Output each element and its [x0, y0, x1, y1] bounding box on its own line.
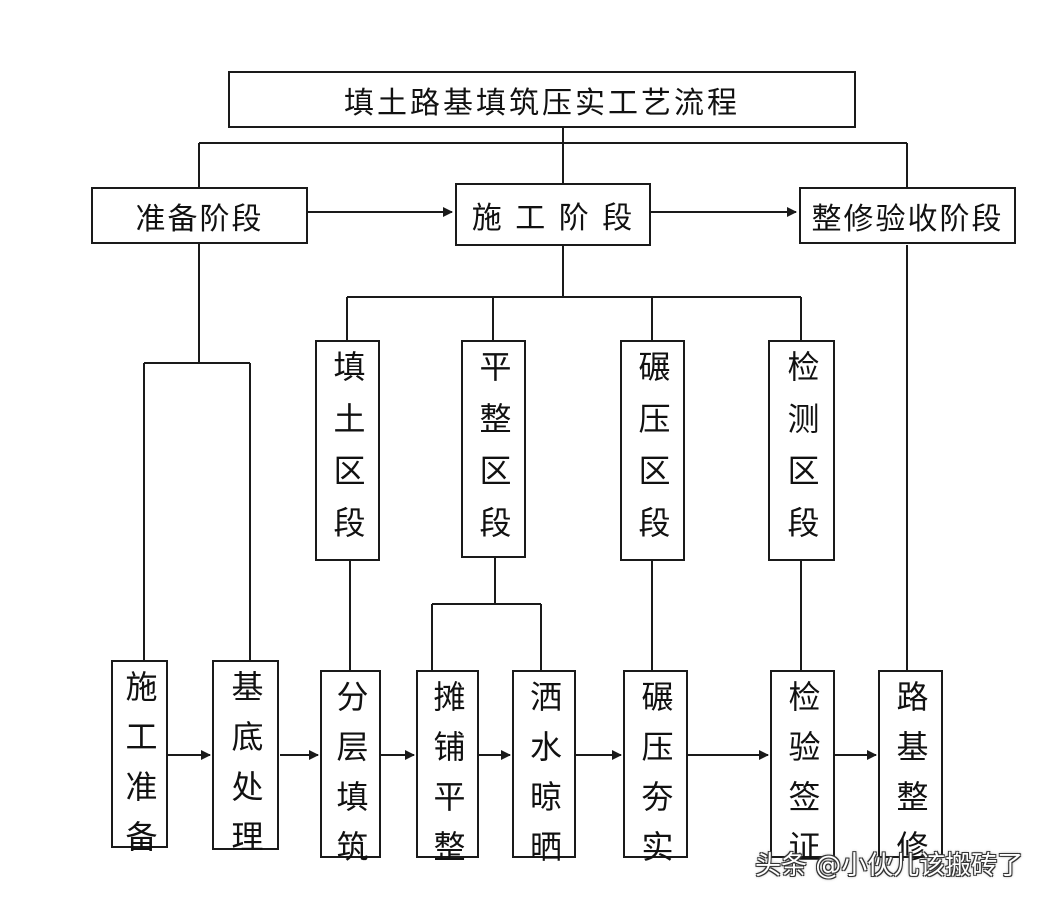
step-layered-fill-label: 分层填筑: [331, 680, 370, 880]
stage-acceptance-box: 整修验收阶段: [799, 187, 1016, 244]
page-title: 填土路基填筑压实工艺流程: [344, 85, 740, 121]
section-compact-label: 碾压区段: [633, 350, 672, 558]
step-water-dry-label: 洒水晾晒: [525, 680, 563, 880]
section-inspect-box: 检测区段: [768, 340, 835, 561]
step-roll-compact-label: 碾压夯实: [636, 680, 675, 880]
section-fill-box: 填土区段: [315, 340, 380, 561]
step-spread-level-label: 摊铺平整: [428, 680, 467, 880]
stage-construction-label: 施 工 阶 段: [471, 200, 635, 236]
stage-construction-box: 施 工 阶 段: [455, 183, 651, 246]
step-layered-fill-box: 分层填筑: [320, 670, 381, 880]
step-inspect-verify-label: 检验签证: [783, 680, 822, 880]
section-compact-box: 碾压区段: [620, 340, 685, 561]
section-fill-label: 填土区段: [328, 350, 367, 558]
step-roll-compact-box: 碾压夯实: [623, 670, 688, 880]
step-base-treatment-label: 基底处理: [226, 670, 265, 870]
step-construction-prep-label: 施工准备: [120, 670, 159, 870]
step-base-treatment-box: 基底处理: [212, 660, 279, 870]
step-spread-level-box: 摊铺平整: [416, 670, 479, 880]
source-watermark: 头条 @小伙儿该搬砖了: [755, 851, 1024, 881]
section-level-box: 平整区段: [461, 340, 526, 558]
stage-prep-box: 准备阶段: [91, 187, 308, 244]
title-box: 填土路基填筑压实工艺流程: [228, 71, 856, 128]
step-inspect-verify-box: 检验签证: [770, 670, 835, 880]
section-inspect-label: 检测区段: [782, 350, 821, 558]
step-subgrade-finish-label: 路基整修: [891, 680, 930, 880]
step-subgrade-finish-box: 路基整修: [878, 670, 943, 880]
section-level-label: 平整区段: [474, 350, 513, 558]
step-construction-prep-box: 施工准备: [111, 660, 168, 870]
stage-prep-label: 准备阶段: [135, 201, 264, 237]
stage-acceptance-label: 整修验收阶段: [811, 201, 1004, 237]
step-water-dry-box: 洒水晾晒: [512, 670, 576, 880]
